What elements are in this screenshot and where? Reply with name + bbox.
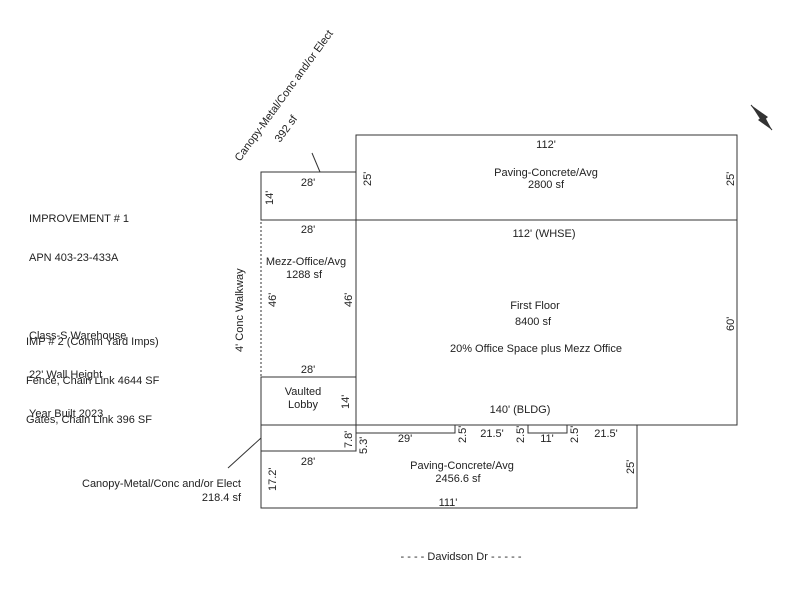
paving-bottom-label: Paving-Concrete/Avg	[410, 460, 514, 472]
canopy-top-leader	[311, 152, 321, 173]
paving-bottom-area-value: 2456.6 sf	[435, 473, 481, 485]
paving-notch	[356, 425, 568, 434]
first-floor-label: First Floor	[510, 300, 560, 312]
notch-d5: 11'	[540, 433, 554, 445]
paving-top-depth-right: 25'	[725, 172, 737, 186]
notch-d6: 2.5'	[569, 426, 581, 443]
improvement-1-block: IMPROVEMENT # 1 APN 403-23-433A Class-S …	[29, 187, 129, 434]
imp2-fence: Fence, Chain Link 4644 SF	[26, 375, 160, 387]
canopy-small-width: 28'	[301, 177, 315, 189]
improvement-year-built: Year Built 2023	[29, 408, 104, 420]
paving-bottom-left: 5.3'	[358, 437, 370, 454]
improvement-wall-height: 22' Wall Height	[29, 369, 103, 381]
mezz-label: Mezz-Office/Avg	[266, 256, 346, 268]
first-floor-height: 60'	[725, 317, 737, 331]
north-arrow-icon	[750, 104, 773, 131]
paving-top-width: 112'	[536, 139, 556, 151]
imp2-title: IMP # 2 (Comm Yard Imps)	[26, 336, 159, 348]
canopy-bottom-area	[260, 424, 357, 452]
street-label: - - - - Davidson Dr - - - - -	[401, 551, 522, 563]
canopy-bottom-leader	[227, 437, 262, 469]
improvement-title: IMPROVEMENT # 1	[29, 213, 130, 225]
first-floor-bldg: 140' (BLDG)	[490, 404, 551, 416]
paving-bottom-depth: 25'	[625, 460, 637, 474]
mezz-office-area	[260, 219, 357, 378]
notch-d1: 29'	[398, 433, 412, 445]
mezz-right: 46'	[343, 293, 355, 307]
mezz-left: 46'	[267, 293, 279, 307]
improvement-apn: APN 403-23-433A	[29, 252, 119, 264]
improvement-2-block: IMP # 2 (Comm Yard Imps) Fence, Chain Li…	[26, 310, 159, 440]
improvement-class: Class-S Warehouse	[29, 330, 127, 342]
lobby-line2: Lobby	[288, 399, 318, 411]
canopy-top-area-value: 392 sf	[273, 113, 301, 145]
first-floor-area-value: 8400 sf	[515, 316, 552, 328]
canopy-bottom-area-value: 218.4 sf	[202, 492, 242, 504]
canopy2-depth2: 17.2'	[267, 467, 279, 491]
first-floor-whse: 112' (WHSE)	[512, 228, 575, 240]
mezz-area-value: 1288 sf	[286, 269, 323, 281]
paving-top-area-value: 2800 sf	[528, 179, 565, 191]
canopy-top-label: Canopy-Metal/Conc and/or Elect	[233, 28, 336, 164]
walkway-label: 4' Conc Walkway	[234, 268, 246, 352]
paving-bottom-area	[260, 424, 638, 509]
lobby-line1: Vaulted	[285, 386, 322, 398]
canopy-top-area	[260, 171, 357, 221]
mezz-bottom: 28'	[301, 364, 315, 376]
notch-d4: 2.5'	[515, 426, 527, 443]
paving-top-depth-left: 25'	[362, 172, 374, 186]
lobby-depth: 14'	[340, 395, 352, 409]
mezz-top: 28'	[301, 224, 315, 236]
canopy-small-depth: 14'	[264, 191, 276, 205]
paving-top-label: Paving-Concrete/Avg	[494, 167, 598, 179]
canopy-bottom-label: Canopy-Metal/Conc and/or Elect	[82, 478, 241, 490]
canopy2-width: 28'	[301, 456, 315, 468]
canopy2-depth: 7.8'	[343, 431, 355, 448]
imp2-gates: Gates, Chain Link 396 SF	[26, 414, 152, 426]
notch-d7: 21.5'	[594, 428, 618, 440]
paving-bottom-width: 111'	[439, 497, 458, 509]
notch-d3: 21.5'	[480, 428, 504, 440]
notch-d2: 2.5'	[457, 426, 469, 443]
first-floor-note: 20% Office Space plus Mezz Office	[450, 343, 622, 355]
